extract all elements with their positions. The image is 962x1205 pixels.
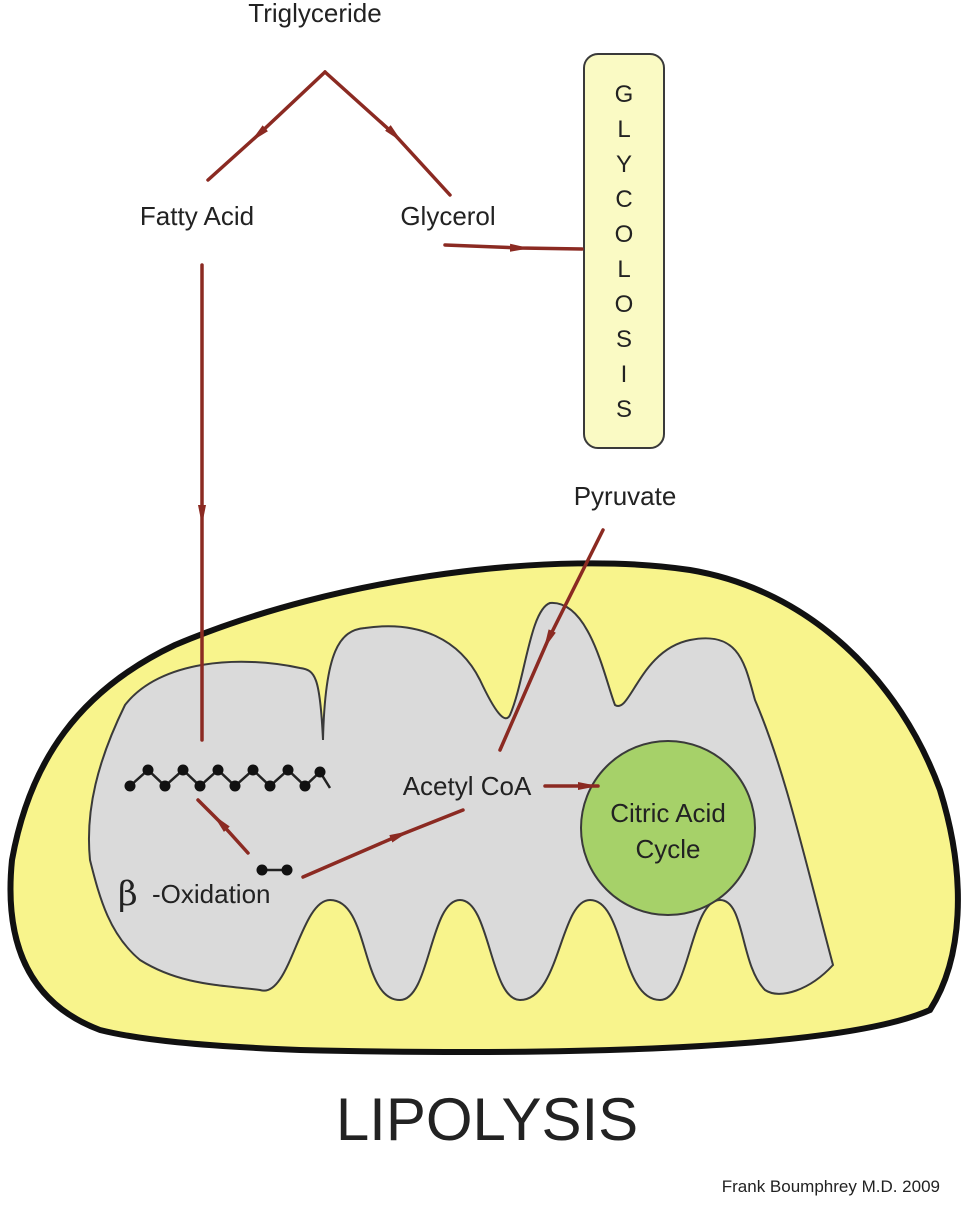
glycolosis-letter: Y	[616, 151, 632, 178]
glycolosis-letter: L	[617, 116, 630, 143]
citric-acid-label-line1: Citric Acid	[610, 798, 726, 828]
glycolosis-letter: I	[621, 361, 628, 388]
glycolosis-letter: O	[615, 291, 634, 318]
glycolosis-letter: S	[616, 326, 632, 353]
arrow-pyruvate-to-acetyl-coa	[498, 528, 605, 752]
glycolosis-letter: G	[615, 81, 634, 108]
glycolosis-letter: L	[617, 256, 630, 283]
two-carbon-fragment	[256, 864, 293, 876]
arrow-beta-oxidation-to-chain	[196, 798, 250, 855]
citric-acid-label-line2: Cycle	[635, 834, 700, 864]
beta-oxidation-label: -Oxidation	[152, 879, 271, 909]
citric-acid-cycle-circle	[580, 740, 756, 916]
author-credit: Frank Boumphrey M.D. 2009	[722, 1177, 940, 1196]
arrow-triglyceride-to-glycerol	[323, 70, 452, 197]
glycolosis-letter: S	[616, 396, 632, 423]
glycerol-label: Glycerol	[400, 201, 495, 231]
fatty-acid-label: Fatty Acid	[140, 201, 254, 231]
pathway-arrows	[196, 70, 605, 879]
glycolosis-letters: G L Y C O L O S I S	[615, 81, 634, 423]
pyruvate-label: Pyruvate	[574, 481, 677, 511]
arrow-beta-oxidation-to-acetyl-coa	[301, 808, 465, 879]
glycolosis-letter: O	[615, 221, 634, 248]
glycolosis-box	[583, 53, 665, 449]
fatty-acid-chain	[124, 764, 332, 792]
acetyl-coa-label: Acetyl CoA	[403, 771, 532, 801]
glycolosis-letter: C	[615, 186, 632, 213]
triglyceride-label: Triglyceride	[248, 0, 381, 28]
arrow-triglyceride-to-fatty-acid	[206, 70, 327, 182]
arrow-glycerol-to-glycolosis	[443, 243, 584, 252]
page-title: LIPOLYSIS	[336, 1086, 638, 1153]
beta-symbol: β	[118, 874, 138, 914]
